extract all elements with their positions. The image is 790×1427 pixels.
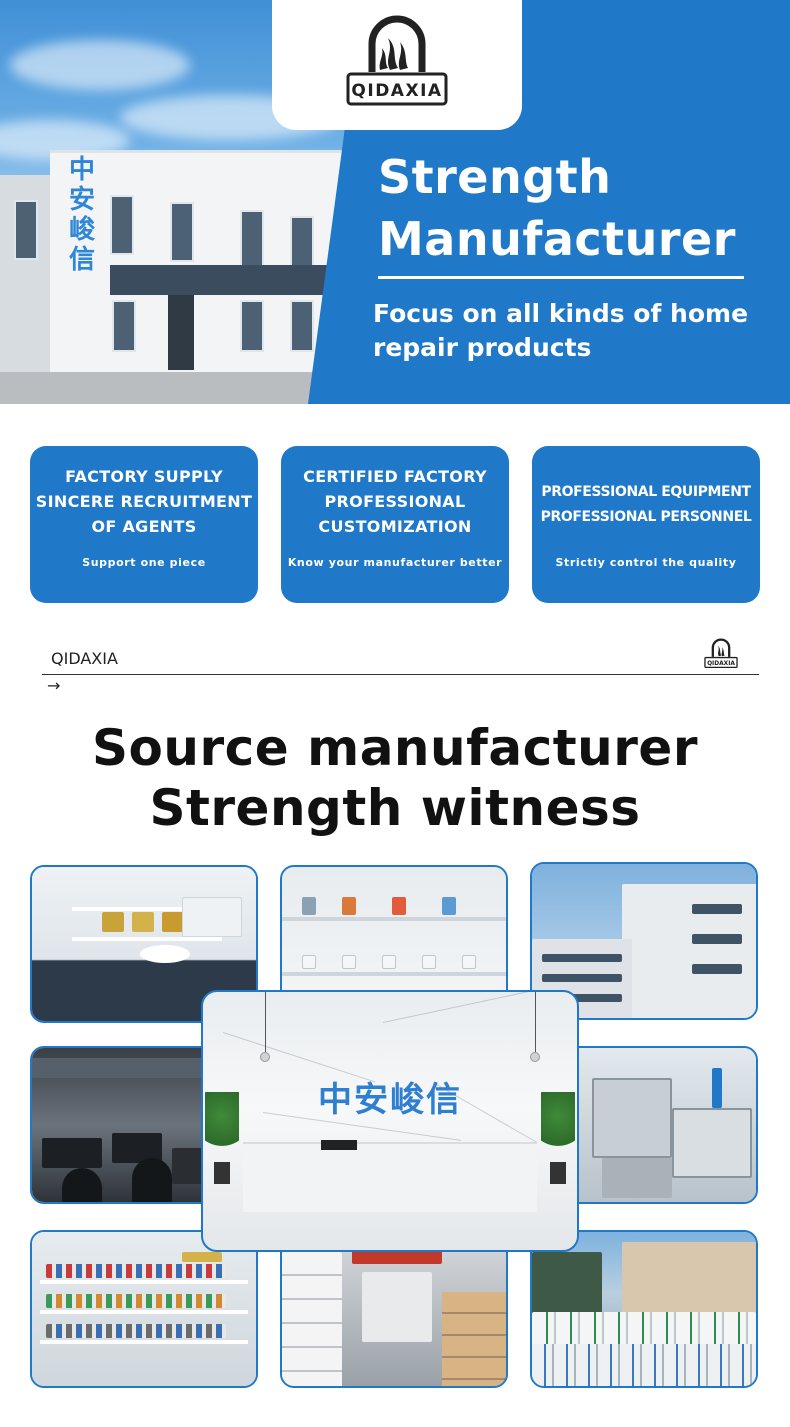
- photo-content: [532, 1232, 756, 1386]
- feature-title-line: PROFESSIONAL: [324, 492, 466, 511]
- photo-product-display: [30, 1230, 258, 1388]
- building-window: [112, 300, 136, 352]
- plant-pot: [214, 1162, 230, 1184]
- feature-card-factory-supply: FACTORY SUPPLY SINCERE RECRUITMENT OF AG…: [30, 446, 258, 603]
- factory-building-photo: 中安峻信: [0, 130, 370, 375]
- building-window: [170, 202, 194, 262]
- plant-icon: [205, 1092, 239, 1162]
- logo-text: QIDAXIA: [351, 81, 442, 101]
- section-title-line: Strength witness: [149, 779, 641, 837]
- hero-subtitle: Focus on all kinds of home repair produc…: [373, 297, 773, 365]
- hero-subtitle-line: Focus on all kinds of home: [373, 299, 749, 328]
- hero-underline: [378, 276, 744, 279]
- photo-content: [282, 1232, 506, 1386]
- feature-title-line: CUSTOMIZATION: [318, 517, 472, 536]
- reception-desk-slot: [321, 1140, 357, 1150]
- feature-card-subtitle: Know your manufacturer better: [287, 556, 503, 569]
- hero-title: Strength Manufacturer: [378, 146, 736, 270]
- photo-warehouse: [280, 1230, 508, 1388]
- feature-card-subtitle: Strictly control the quality: [555, 556, 737, 569]
- hero-subtitle-line: repair products: [373, 333, 592, 362]
- feature-card-professional-equipment: PROFESSIONAL EQUIPMENT PROFESSIONAL PERS…: [532, 446, 760, 603]
- feature-card-subtitle: Support one piece: [82, 556, 206, 569]
- section-title-line: Source manufacturer: [92, 719, 698, 777]
- photo-production-machine: [560, 1046, 758, 1204]
- building-door: [168, 295, 194, 370]
- plant-icon: [541, 1092, 575, 1162]
- building-window: [240, 300, 264, 352]
- photo-product-shelves: [280, 865, 508, 1005]
- building-sign: 中安峻信: [68, 155, 95, 275]
- photo-content: [282, 867, 506, 1003]
- feature-card-title: PROFESSIONAL EQUIPMENT PROFESSIONAL PERS…: [536, 480, 756, 530]
- arrow-right-icon: →: [47, 676, 61, 695]
- building-window: [110, 195, 134, 255]
- qidaxia-logo-small-icon: QIDAXIA: [704, 638, 738, 669]
- logo-card: QIDAXIA: [272, 0, 522, 130]
- feature-title-line: PROFESSIONAL EQUIPMENT: [541, 484, 751, 500]
- building-window: [290, 300, 314, 352]
- building-awning: [110, 265, 350, 295]
- photo-product-yard: [530, 1230, 758, 1388]
- hero-banner: 中安峻信 QIDAXIA Strength Manufacturer Focus…: [0, 0, 790, 404]
- section-divider: [42, 674, 759, 675]
- building-window: [240, 210, 264, 270]
- feature-card-certified-factory: CERTIFIED FACTORY PROFESSIONAL CUSTOMIZA…: [281, 446, 509, 603]
- plant-pot: [550, 1162, 566, 1184]
- hero-title-line: Manufacturer: [378, 212, 736, 266]
- sky-cloud: [10, 40, 190, 90]
- feature-card-title: CERTIFIED FACTORY PROFESSIONAL CUSTOMIZA…: [285, 464, 505, 539]
- logo-text: QIDAXIA: [707, 661, 735, 667]
- reception-sign: 中安峻信: [318, 1080, 462, 1120]
- photo-reception-hall: 中安峻信: [201, 990, 579, 1252]
- section-title: Source manufacturer Strength witness: [0, 718, 790, 838]
- qidaxia-logo-icon: QIDAXIA: [346, 15, 448, 106]
- reception-desk: [243, 1142, 537, 1212]
- photo-content: [32, 1232, 256, 1386]
- hero-title-line: Strength: [378, 150, 612, 204]
- feature-title-line: PROFESSIONAL PERSONNEL: [540, 509, 752, 525]
- brand-name: QIDAXIA: [51, 649, 118, 668]
- photo-content: [562, 1048, 756, 1202]
- feature-title-line: SINCERE RECRUITMENT: [35, 492, 253, 511]
- building-window: [14, 200, 38, 260]
- feature-title-line: CERTIFIED FACTORY: [303, 467, 487, 486]
- feature-title-line: OF AGENTS: [91, 517, 197, 536]
- feature-title-line: FACTORY SUPPLY: [65, 467, 223, 486]
- feature-card-title: FACTORY SUPPLY SINCERE RECRUITMENT OF AG…: [34, 464, 254, 539]
